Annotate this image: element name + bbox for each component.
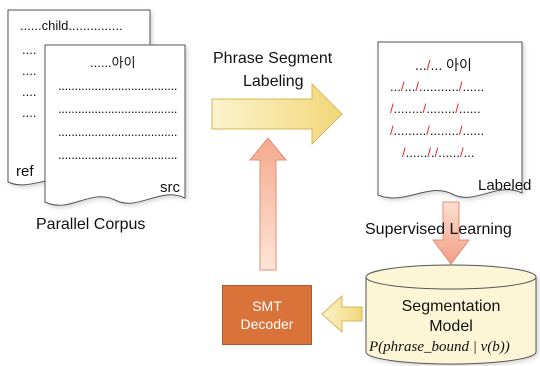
ref-dots-1: ....: [22, 42, 37, 57]
feedback-up-arrow: [248, 137, 288, 271]
labeled-line-1-part-b: ... 아이: [430, 57, 472, 73]
model-label-line1: Segmentation: [401, 298, 501, 315]
supervised-down-arrow: [432, 201, 470, 265]
decoder-label-line1: SMT: [252, 298, 282, 314]
labeling-arrow: [211, 82, 343, 146]
ref-corner-label: ref: [16, 163, 34, 180]
labeled-line-1-slash: /: [426, 57, 431, 73]
src-corner-label: src: [160, 179, 180, 196]
labeled-line-1: .../... 아이: [415, 55, 472, 75]
src-dots-3: ....................................: [58, 124, 178, 139]
model-label-line2: Model: [429, 318, 473, 335]
labeled-line-4: /........./......../......: [390, 123, 485, 138]
ref-dots-3: ....: [22, 84, 37, 99]
smt-decoder-box: SMT Decoder: [222, 285, 312, 345]
labeled-document-shape: [377, 41, 523, 199]
model-formula: P(phrase_bound | v(b)): [369, 339, 510, 355]
src-dots-2: ....................................: [58, 101, 178, 116]
labeled-line-1-part-a: ...: [415, 57, 427, 73]
decoder-label-line2: Decoder: [240, 316, 294, 332]
src-top-line: ......아이: [90, 55, 136, 70]
ref-dots-2: ....: [22, 63, 37, 78]
src-dots-1: ....................................: [58, 78, 178, 93]
labeled-corner-label: Labeled: [478, 177, 532, 194]
labeled-line-2: .../.../.........../......: [390, 79, 485, 94]
labeled-line-3: /......../......../......: [390, 101, 481, 116]
src-document-shape: [44, 44, 186, 206]
ref-dots-4: ....: [22, 105, 37, 120]
parallel-corpus-caption: Parallel Corpus: [36, 216, 146, 233]
phrase-segment-caption-1: Phrase Segment: [213, 50, 333, 67]
src-dots-4: ....................................: [58, 147, 178, 162]
segmentation-model-cylinder: [365, 264, 537, 365]
supervised-learning-caption: Supervised Learning: [365, 221, 512, 238]
labeled-line-5: /.....././....../...: [402, 145, 475, 160]
ref-top-line: ......child...............: [20, 18, 123, 33]
phrase-segment-caption-2: Labeling: [243, 73, 304, 90]
model-to-decoder-arrow: [321, 294, 363, 334]
